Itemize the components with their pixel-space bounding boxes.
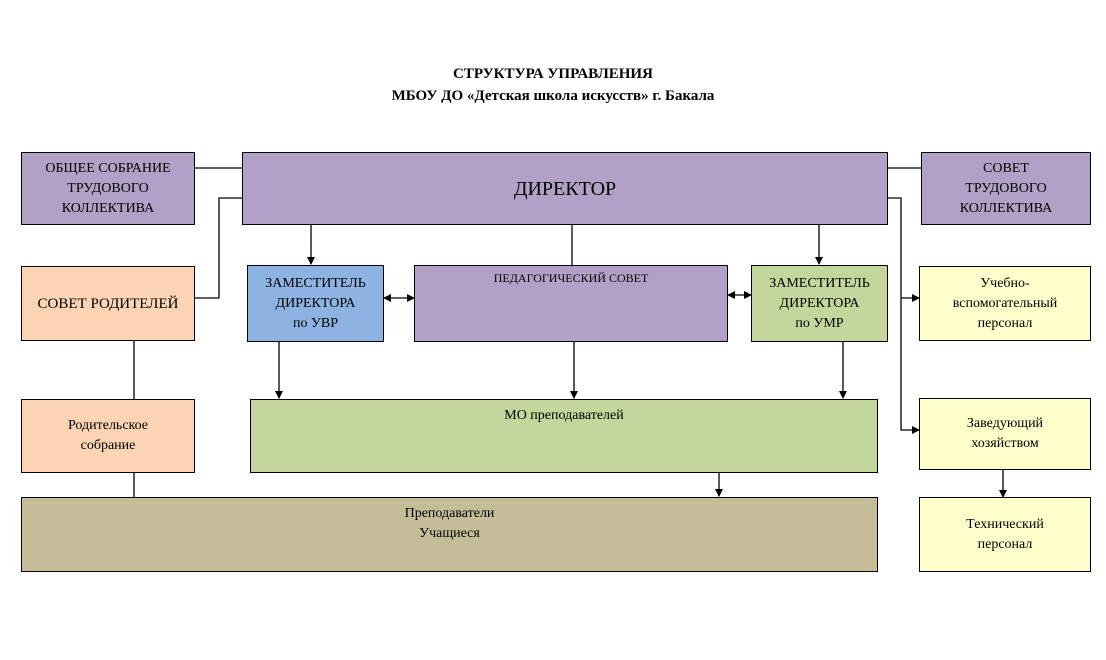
support-staff-line-3: персонал [977,315,1033,331]
deputy-uvr-line-3: по УВР [292,315,339,331]
parents-council-label: СОВЕТ РОДИТЕЛЕЙ [37,295,179,312]
supply-manager-line-2: хозяйством [971,436,1039,451]
labor-council-line-3: КОЛЛЕКТИВА [959,200,1053,216]
labor-council-line-1: СОВЕТ [983,160,1029,176]
teachers-students-box: Преподаватели Учащиеся [21,497,878,572]
director-box: ДИРЕКТОР [242,152,888,225]
parents-meeting-line-2: собрание [80,438,136,453]
deputy-umr-line-2: ДИРЕКТОРА [779,295,860,311]
general-meeting-box: ОБЩЕЕ СОБРАНИЕ ТРУДОВОГО КОЛЛЕКТИВА [21,152,195,225]
labor-council-box: СОВЕТ ТРУДОВОГО КОЛЛЕКТИВА [921,152,1091,225]
deputy-umr-line-3: по УМР [795,315,844,331]
tech-staff-box: Технический персонал [919,497,1091,572]
ped-council-box: ПЕДАГОГИЧЕСКИЙ СОВЕТ [414,265,728,342]
support-staff-box: Учебно- вспомогательный персонал [919,266,1091,341]
general-meeting-line-1: ОБЩЕЕ СОБРАНИЕ [45,160,171,176]
support-staff-line-1: Учебно- [980,275,1030,291]
diagram-title: СТРУКТУРА УПРАВЛЕНИЯ [453,66,653,82]
parents-council-box: СОВЕТ РОДИТЕЛЕЙ [21,266,195,341]
mo-teachers-box: МО преподавателей [250,399,878,473]
tech-staff-line-1: Технический [966,516,1044,532]
line-director-right-branch [888,197,920,434]
deputy-uvr-box: ЗАМЕСТИТЕЛЬ ДИРЕКТОРА по УВР [247,265,384,342]
support-staff-line-2: вспомогательный [952,295,1058,311]
ped-council-label: ПЕДАГОГИЧЕСКИЙ СОВЕТ [493,271,649,285]
tech-staff-line-2: персонал [977,536,1033,552]
deputy-umr-box: ЗАМЕСТИТЕЛЬ ДИРЕКТОРА по УМР [751,265,888,342]
deputy-uvr-line-2: ДИРЕКТОРА [275,295,356,311]
deputy-uvr-line-1: ЗАМЕСТИТЕЛЬ [265,275,366,291]
line-parents-council-director [195,197,242,299]
supply-manager-line-1: Заведующий [966,416,1044,431]
teachers-students-line-1: Преподаватели [404,506,495,521]
parents-meeting-box: Родительское собрание [21,399,195,473]
teachers-students-line-2: Учащиеся [419,526,480,541]
director-label: ДИРЕКТОР [513,177,617,200]
labor-council-line-2: ТРУДОВОГО [965,180,1047,196]
supply-manager-box: Заведующий хозяйством [919,398,1091,470]
parents-meeting-line-1: Родительское [67,418,149,433]
general-meeting-line-3: КОЛЛЕКТИВА [61,200,155,216]
diagram-subtitle: МБОУ ДО «Детская школа искусств» г. Бака… [391,88,715,104]
deputy-umr-line-1: ЗАМЕСТИТЕЛЬ [769,275,870,291]
general-meeting-line-2: ТРУДОВОГО [67,180,149,196]
mo-teachers-label: МО преподавателей [504,408,624,423]
